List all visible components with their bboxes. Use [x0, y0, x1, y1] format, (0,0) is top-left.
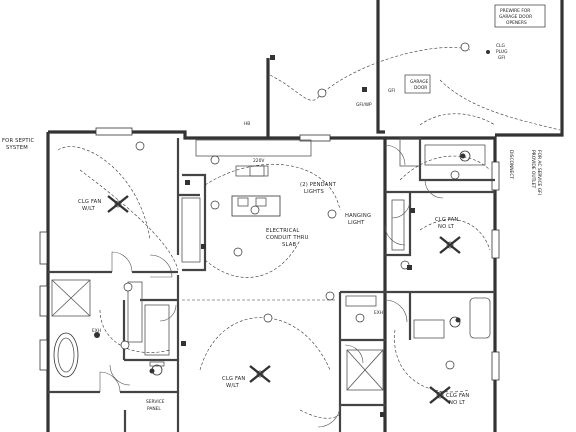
ceiling-fan-icon	[249, 365, 271, 383]
opener-label-3: OPENERS	[506, 20, 527, 26]
opener-label-1: PREWIRE FOR	[500, 8, 530, 14]
septic-label-1: FOR SEPTIC	[2, 138, 35, 144]
opener-label-2: GARAGE DOOR	[499, 14, 532, 20]
wiring	[57, 47, 561, 419]
fan-living-label-1: CLG FAN	[222, 376, 246, 382]
fan-master-label-1: CLG FAN	[78, 199, 102, 205]
note-box	[494, 4, 546, 28]
garage-door-label-1: GARAGE	[410, 79, 429, 85]
exh-label-bath: EXH	[92, 328, 101, 334]
outlet-markers	[94, 50, 490, 417]
fan-bed2-label-2: NO LT	[438, 224, 455, 230]
fan-master-label-2: W/LT	[82, 206, 96, 212]
fan-bed3-label-2: NO LT	[449, 400, 466, 406]
gfi-wp-label: GFI/WP	[356, 102, 372, 108]
light-fixtures	[120, 42, 470, 370]
clg-plug-label-2: PLUG	[496, 49, 508, 55]
conduit-label-3: SLAB	[282, 242, 296, 248]
fan-bed3-label-1: CLG FAN	[446, 393, 470, 399]
ceiling-fan-icon	[439, 236, 461, 254]
exh-label-hall: EXH	[374, 310, 383, 316]
conduit-label-2: CONDUIT THRU	[266, 235, 309, 241]
gfi-label: GFI	[388, 88, 395, 94]
clg-plug-label-3: GFI	[498, 55, 505, 61]
hanging-label-1: HANGING	[345, 213, 371, 219]
fixtures	[51, 74, 491, 391]
panel-label-2: PANEL	[147, 406, 161, 412]
fan-bed2-label-1: CLG FAN	[435, 217, 459, 223]
hanging-label-2: LIGHT	[348, 220, 365, 226]
ceiling-fan-icon	[429, 386, 451, 404]
voltage-label: 220V	[253, 158, 264, 164]
pendant-label-2: LIGHTS	[304, 189, 324, 195]
septic-label-2: SYSTEM	[6, 145, 28, 151]
exterior-walls	[46, 0, 564, 432]
ac-outlet-label-2: FOR AC SERVICE GFI	[536, 150, 542, 195]
ceiling-fan-icon	[107, 195, 129, 213]
fan-living-label-2: W/LT	[226, 383, 240, 389]
pendant-label-1: (2) PENDANT	[300, 182, 337, 188]
garage-door-label-2: DOOR	[414, 85, 427, 91]
hb-label: HB	[244, 121, 250, 127]
conduit-label-1: ELECTRICAL	[266, 228, 299, 234]
door-swings	[99, 144, 444, 428]
windows	[39, 127, 500, 381]
panel-label-1: SERVICE	[146, 399, 165, 405]
clg-plug-label-1: CLG	[496, 43, 506, 49]
disconnect-label: DISCONNECT	[508, 150, 514, 179]
ac-outlet-label-1: PROVIDE OUTLET	[530, 150, 536, 188]
